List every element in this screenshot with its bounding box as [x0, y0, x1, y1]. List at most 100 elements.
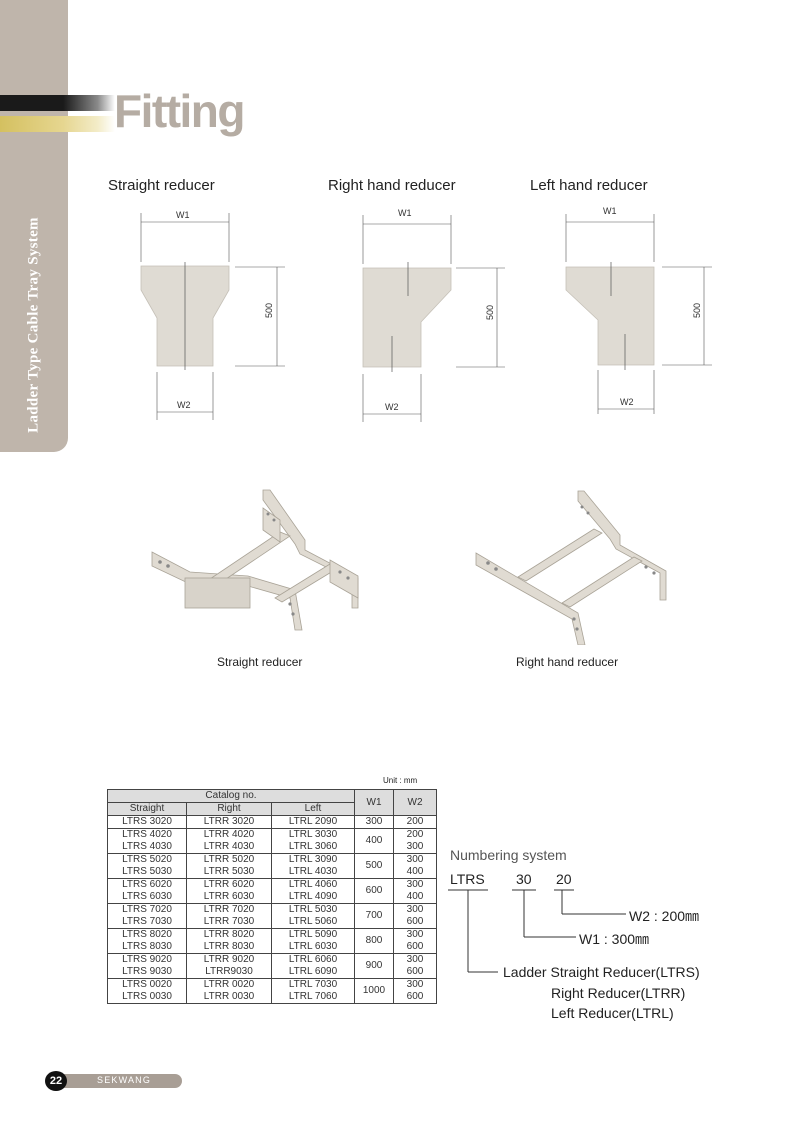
cell-w2: 200 — [393, 828, 437, 841]
page-title: Fitting — [114, 85, 246, 137]
right-hand-reducer-photo — [475, 490, 667, 645]
table-row: LTRS 7020 LTRR 7020 LTRL 5030 700 300 — [107, 903, 437, 929]
table-row: LTRS 7030 LTRR 7030 LTRL 5060 600 — [107, 916, 437, 929]
cell-w1: 900 — [354, 953, 394, 979]
cell-w1: 700 — [354, 903, 394, 929]
straight-reducer-diagram: W1 W2 500 W1 W2 500 W1 W2 500 — [140, 206, 712, 422]
numbering-w2-desc: W2 : 200㎜ — [629, 908, 700, 924]
cell-left: LTRL 7060 — [271, 991, 355, 1004]
cell-w2: 300 — [393, 878, 437, 891]
numbering-code-w1: 30 — [516, 871, 532, 887]
cell-straight: LTRS 7020 — [107, 903, 187, 916]
table-row: LTRS 8020 LTRR 8020 LTRL 5090 800 300 — [107, 928, 437, 954]
cell-straight: LTRS 0020 — [107, 978, 187, 991]
w1-label: W1 — [176, 210, 190, 220]
table-row: LTRS 9020 LTRR 9020 LTRL 6060 900 300 — [107, 953, 437, 979]
cell-right: LTRR 7030 — [186, 916, 272, 929]
table-row: LTRS 6030 LTRR 6030 LTRL 4090 400 — [107, 891, 437, 904]
table-row: LTRS 8030 LTRR 8030 LTRL 6030 600 — [107, 941, 437, 954]
diagram-label-straight: Straight reducer — [108, 177, 215, 194]
cell-right: LTRR 8020 — [186, 928, 272, 941]
cell-w2: 400 — [393, 891, 437, 904]
cell-w2: 300 — [393, 841, 437, 854]
cell-left: LTRL 6060 — [271, 953, 355, 966]
cell-left: LTRL 5090 — [271, 928, 355, 941]
length-label: 500 — [485, 305, 495, 320]
cell-w1: 400 — [354, 828, 394, 854]
cell-left: LTRL 6030 — [271, 941, 355, 954]
w2-label: W2 — [385, 402, 399, 412]
catalog-group-header: Catalog no. — [107, 789, 355, 803]
cell-w2: 300 — [393, 903, 437, 916]
cell-straight: LTRS 9020 — [107, 953, 187, 966]
cell-right: LTRR 3020 — [186, 815, 272, 829]
numbering-code-type: LTRS — [450, 871, 485, 887]
cell-straight: LTRS 5030 — [107, 866, 187, 879]
length-label: 500 — [692, 303, 702, 318]
cell-left: LTRL 2090 — [271, 815, 355, 829]
table-row: LTRS 5020 LTRR 5020 LTRL 3090 500 300 — [107, 853, 437, 879]
cell-straight: LTRS 7030 — [107, 916, 187, 929]
cell-straight: LTRS 9030 — [107, 966, 187, 979]
cell-right: LTRR 5030 — [186, 866, 272, 879]
cell-left: LTRL 6090 — [271, 966, 355, 979]
cell-w1: 600 — [354, 878, 394, 904]
straight-reducer-photo — [151, 489, 359, 631]
diagram-label-right: Right hand reducer — [328, 177, 456, 194]
w1-label: W1 — [398, 208, 412, 218]
cell-right: LTRR9030 — [186, 966, 272, 979]
cell-left: LTRL 3090 — [271, 853, 355, 866]
numbering-title: Numbering system — [450, 847, 567, 863]
cell-left: LTRL 4030 — [271, 866, 355, 879]
footer-brand: SEKWANG — [97, 1075, 152, 1085]
cell-right: LTRR 4020 — [186, 828, 272, 841]
cell-w2: 600 — [393, 941, 437, 954]
cell-right: LTRR 7020 — [186, 903, 272, 916]
column-header-w1: W1 — [354, 789, 394, 816]
numbering-type-desc-left: Left Reducer(LTRL) — [551, 1005, 674, 1021]
cell-straight: LTRS 3020 — [107, 815, 187, 829]
cell-w1: 1000 — [354, 978, 394, 1004]
numbering-type-desc-right: Right Reducer(LTRR) — [551, 985, 686, 1001]
cell-left: LTRL 4090 — [271, 891, 355, 904]
cell-right: LTRR 6030 — [186, 891, 272, 904]
footer-bar — [47, 1074, 182, 1088]
table-row: LTRS 3020 LTRR 3020 LTRL 2090 300 200 — [107, 815, 437, 829]
cell-right: LTRR 5020 — [186, 853, 272, 866]
cell-w2: 600 — [393, 966, 437, 979]
cell-straight: LTRS 4020 — [107, 828, 187, 841]
catalog-table: Catalog no. W1 W2 Straight Right Left LT… — [107, 789, 437, 1004]
table-row: LTRS 0020 LTRR 0020 LTRL 7030 1000 300 — [107, 978, 437, 1004]
page-number: 22 — [45, 1071, 67, 1091]
w1-label: W1 — [603, 206, 617, 216]
w2-label: W2 — [177, 400, 191, 410]
cell-w1: 800 — [354, 928, 394, 954]
table-row: LTRS 0030 LTRR 0030 LTRL 7060 600 — [107, 991, 437, 1004]
cell-right: LTRR 0020 — [186, 978, 272, 991]
cell-left: LTRL 5060 — [271, 916, 355, 929]
column-header-right: Right — [186, 802, 272, 816]
cell-straight: LTRS 5020 — [107, 853, 187, 866]
cell-right: LTRR 9020 — [186, 953, 272, 966]
diagram-label-left: Left hand reducer — [530, 177, 648, 194]
table-row: LTRS 4020 LTRR 4020 LTRL 3030 400 200 — [107, 828, 437, 854]
numbering-code-w2: 20 — [556, 871, 572, 887]
column-header-left: Left — [271, 802, 355, 816]
column-header-w2: W2 — [393, 789, 437, 816]
cell-straight: LTRS 0030 — [107, 991, 187, 1004]
cell-straight: LTRS 4030 — [107, 841, 187, 854]
cell-w2: 300 — [393, 953, 437, 966]
header-band-dark — [0, 95, 115, 111]
cell-straight: LTRS 8030 — [107, 941, 187, 954]
length-label: 500 — [264, 303, 274, 318]
cell-w2: 200 — [393, 815, 437, 829]
cell-left: LTRL 7030 — [271, 978, 355, 991]
cell-left: LTRL 3030 — [271, 828, 355, 841]
numbering-type-desc-straight: Ladder Straight Reducer(LTRS) — [503, 964, 700, 980]
cell-w2: 600 — [393, 991, 437, 1004]
photo-caption-straight: Straight reducer — [217, 655, 303, 669]
cell-right: LTRR 4030 — [186, 841, 272, 854]
numbering-w1-desc: W1 : 300㎜ — [579, 931, 650, 947]
table-row: LTRS 5030 LTRR 5030 LTRL 4030 400 — [107, 866, 437, 879]
unit-note: Unit : mm — [383, 776, 418, 785]
